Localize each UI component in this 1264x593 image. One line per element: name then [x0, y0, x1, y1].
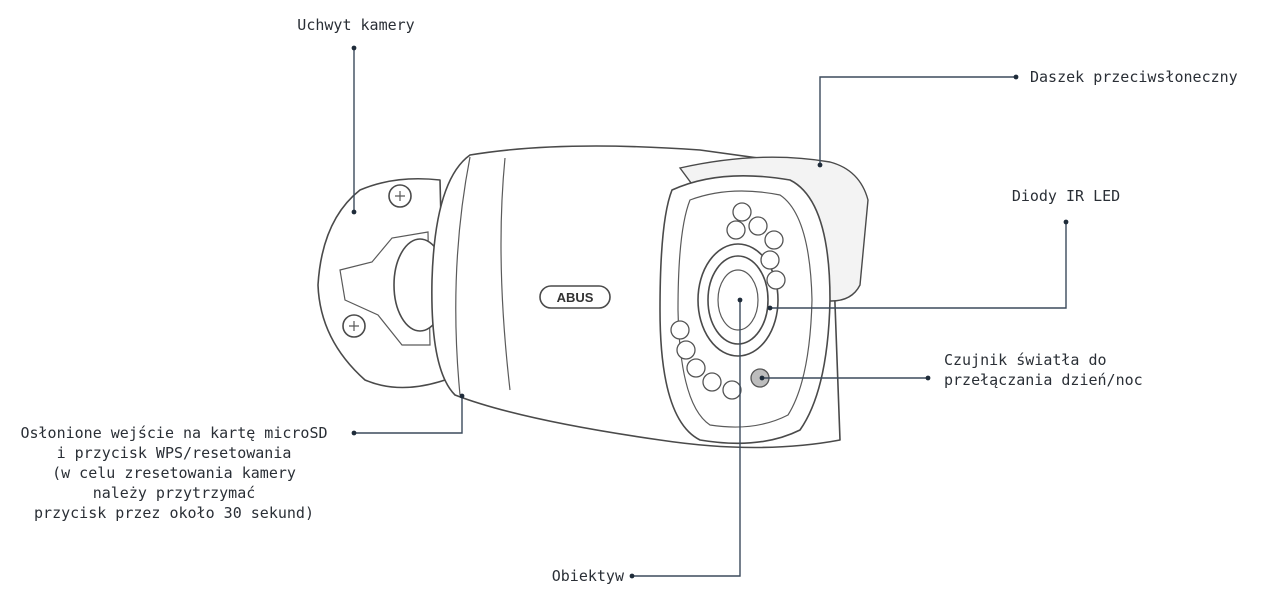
label-lens: Obiektyw: [551, 567, 624, 585]
label-camera-mount: Uchwyt kamery: [297, 16, 415, 34]
brand-logo: ABUS: [557, 290, 594, 305]
label-light-sensor-line-1: Czujnik światła do: [944, 351, 1107, 369]
label-sunshield: Daszek przeciwsłoneczny: [1030, 68, 1238, 86]
leader-lines: [351, 45, 1069, 579]
label-ir-leds: Diody IR LED: [1011, 187, 1121, 205]
camera-front-drawing: [659, 174, 831, 445]
camera-mount-drawing: [317, 177, 447, 389]
label-microsd-line-2: i przycisk WPS/resetowania: [56, 444, 292, 462]
label-light-sensor-line-2: przełączania dzień/noc: [944, 371, 1143, 389]
label-microsd-line-3: (w celu zresetowania kamery: [52, 464, 296, 482]
label-microsd: Osłonione wejście na kartę microSD i prz…: [4, 423, 344, 523]
label-microsd-line-1: Osłonione wejście na kartę microSD: [20, 424, 328, 442]
label-microsd-line-5: przycisk przez około 30 sekund): [34, 504, 314, 522]
label-light-sensor: Czujnik światła do przełączania dzień/no…: [944, 350, 1143, 390]
abus-badge: [539, 285, 611, 309]
label-microsd-line-4: należy przytrzymać: [92, 484, 256, 502]
